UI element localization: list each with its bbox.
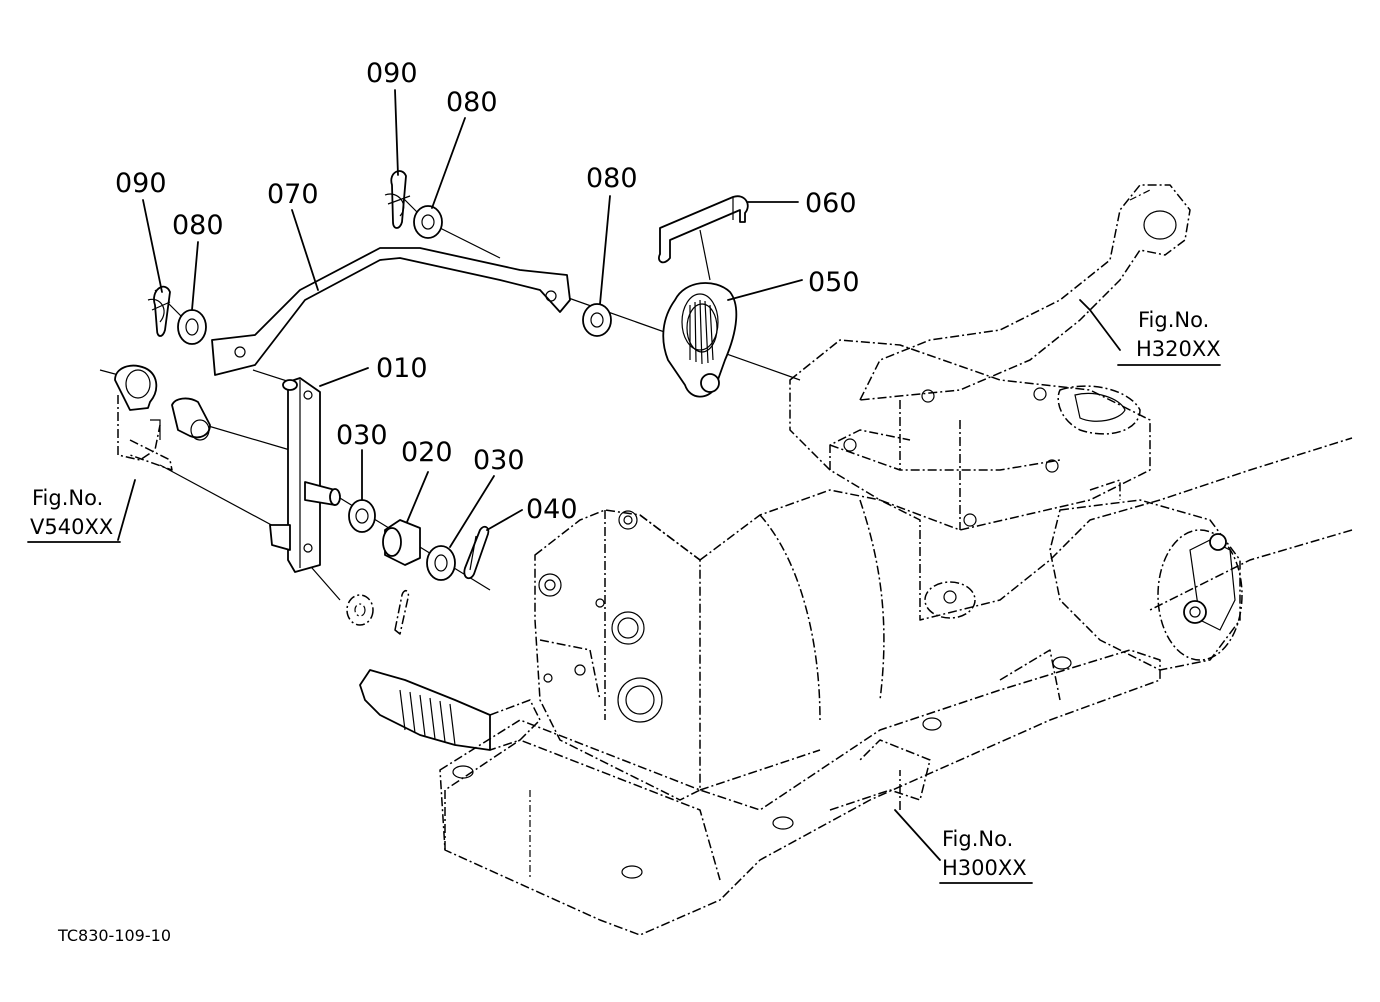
r-clip-090-b [384,170,411,229]
ref-h300-line2: H300XX [942,856,1027,880]
label-090-left: 090 [115,168,167,199]
drawing-code: TC830-109-10 [57,926,171,945]
label-080-right: 080 [586,163,638,194]
label-060: 060 [805,188,857,219]
washer-lower [346,590,410,635]
rod-070 [211,247,571,376]
label-030-left: 030 [336,420,388,451]
figure-references: Fig.No. H320XX Fig.No. V540XX Fig.No. H3… [27,308,1221,884]
washer-080-b [413,205,443,239]
label-040: 040 [526,494,578,525]
label-080-top: 080 [446,87,498,118]
label-020: 020 [401,437,453,468]
ref-v540-line2: V540XX [30,515,113,539]
cam-plate-050 [662,282,738,398]
washer-080-a [177,309,207,345]
ref-h320-line1: Fig.No. [1138,308,1209,332]
transmission-housing [359,184,1353,936]
ref-h300-line1: Fig.No. [942,827,1013,851]
bracket-v540 [114,364,211,471]
leader-lines [117,89,1121,861]
ref-h320-line2: H320XX [1136,337,1221,361]
washer-080-c [582,303,612,337]
label-080-left: 080 [172,210,224,241]
label-010: 010 [376,353,428,384]
label-090-top: 090 [366,58,418,89]
lever-arm-010 [269,377,341,573]
bushing-020 [382,519,421,566]
ref-v540-line1: Fig.No. [32,486,103,510]
label-030-right: 030 [473,445,525,476]
washer-030-b [426,545,456,581]
label-070: 070 [267,179,319,210]
cotter-pin-040 [463,525,490,580]
label-050: 050 [808,267,860,298]
part-labels: 090 080 090 080 070 080 060 050 010 030 … [115,58,860,525]
r-clip-090-a [147,285,171,337]
washer-030-a [348,499,376,533]
spring-clip-060 [658,195,749,264]
